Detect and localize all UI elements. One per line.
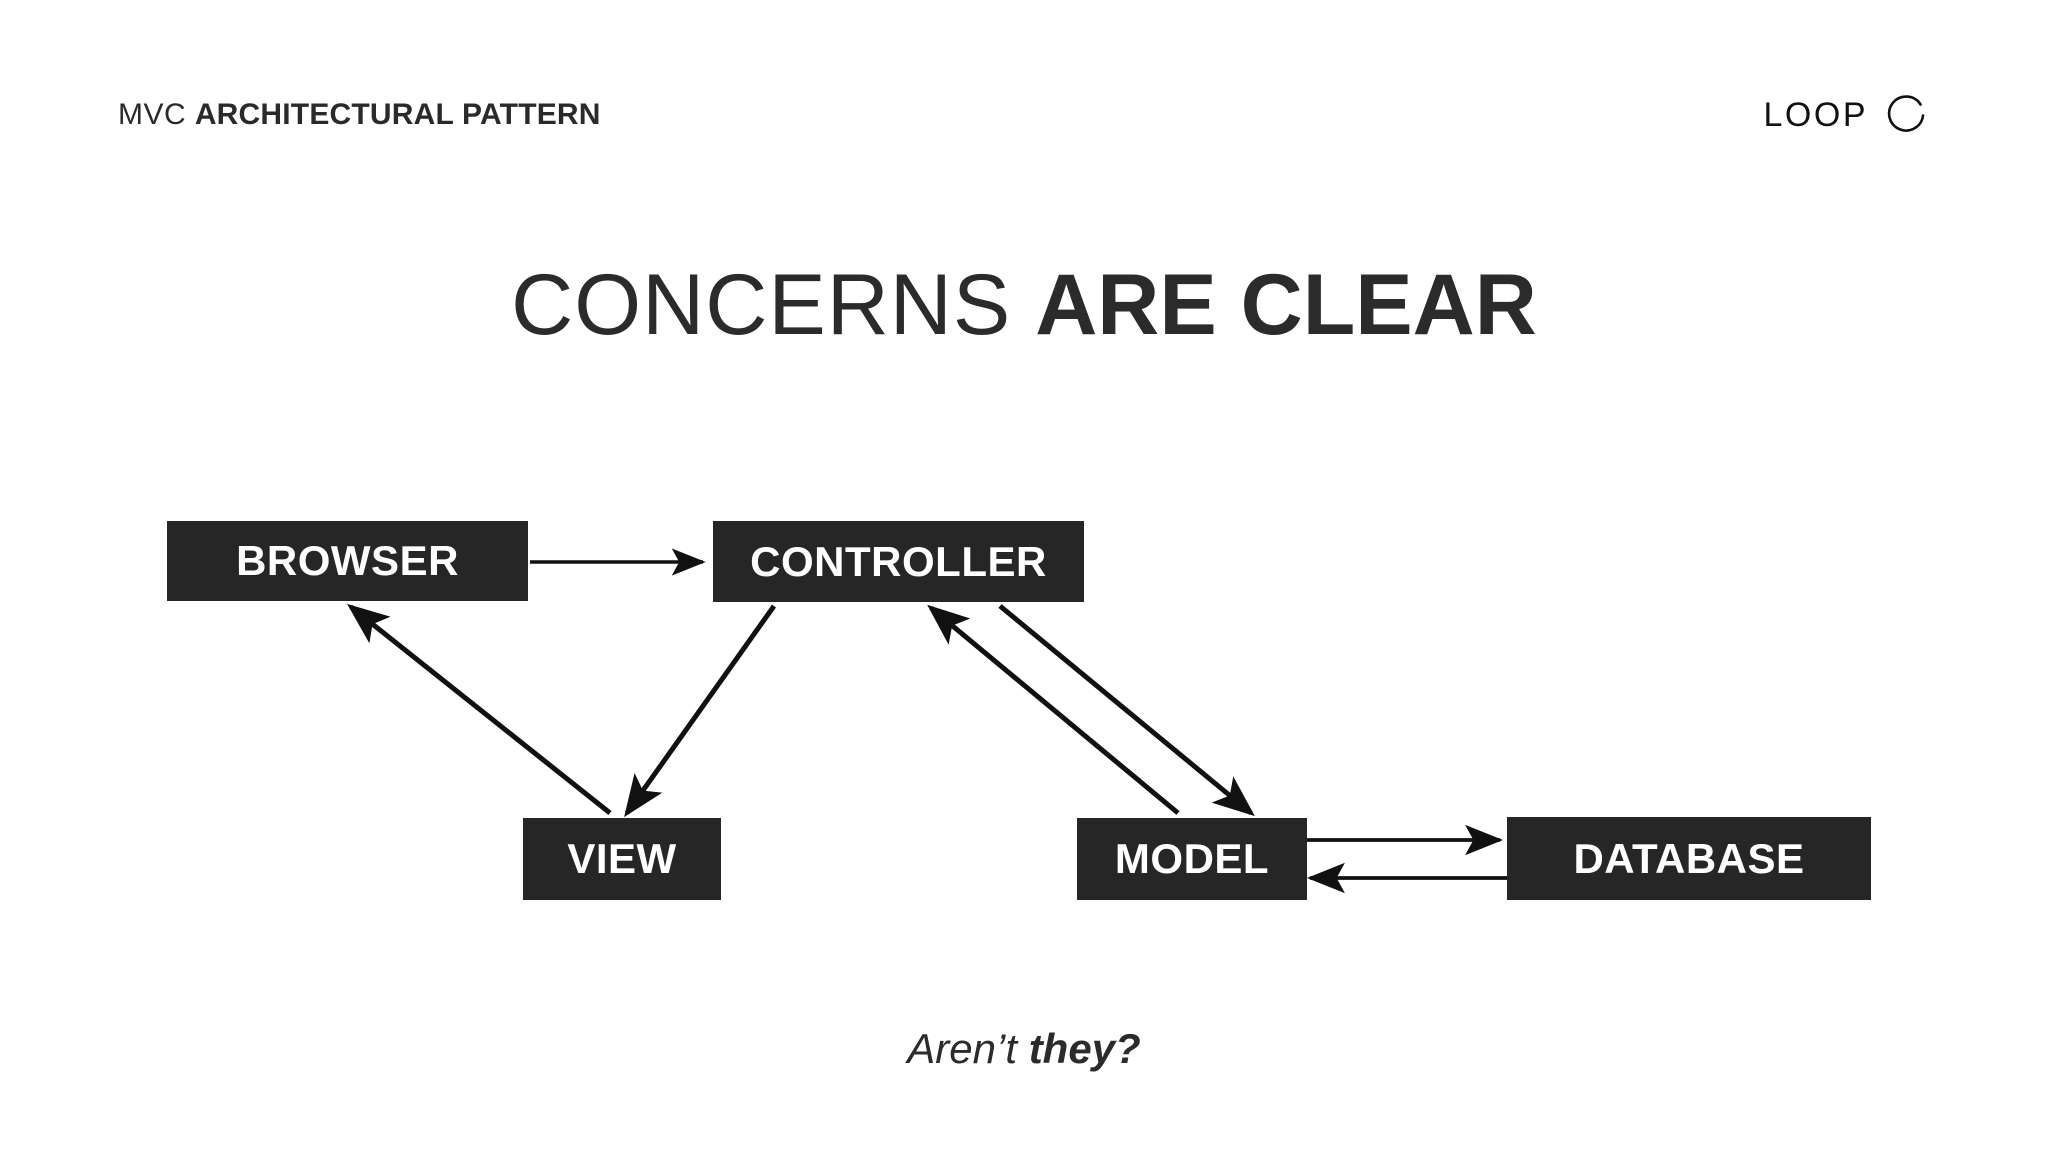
node-label-database: DATABASE [1573, 834, 1805, 882]
node-label-browser: BROWSER [236, 537, 459, 584]
eyebrow-title: MVC ARCHITECTURAL PATTERN [118, 100, 601, 130]
eyebrow-bold-text: ARCHITECTURAL PATTERN [194, 98, 601, 131]
diagram-node-model[interactable]: MODEL [1077, 818, 1307, 900]
brand-wordmark: LOOP [1763, 96, 1868, 134]
edge-controller-to-model [998, 604, 1255, 817]
footer-note: Aren’t they? [0, 1028, 2048, 1070]
headline-light-text: CONCERNS [511, 257, 1012, 353]
diagram-node-browser[interactable]: BROWSER [167, 521, 528, 601]
page-title: CONCERNS ARE CLEAR [0, 262, 2048, 348]
eyebrow-light-text: MVC [118, 98, 187, 131]
diagram-node-database[interactable]: DATABASE [1507, 817, 1871, 900]
node-label-controller: CONTROLLER [750, 537, 1047, 585]
footer-bold-text: they? [1028, 1025, 1141, 1072]
slide-header: MVC ARCHITECTURAL PATTERN LOOP [118, 90, 1930, 140]
edge-view-to-browser [347, 603, 612, 815]
diagram-node-controller[interactable]: CONTROLLER [713, 521, 1084, 602]
edge-model-to-controller [927, 604, 1180, 815]
open-circle-loop-icon [1884, 92, 1930, 138]
brand-logo[interactable]: LOOP [1764, 92, 1930, 138]
footer-light-text: Aren’t [907, 1025, 1018, 1072]
headline-bold-text: ARE CLEAR [1035, 257, 1537, 353]
node-label-view: VIEW [567, 835, 677, 882]
diagram-node-view[interactable]: VIEW [523, 818, 721, 900]
edge-controller-to-view [624, 604, 777, 818]
node-label-model: MODEL [1114, 835, 1270, 882]
